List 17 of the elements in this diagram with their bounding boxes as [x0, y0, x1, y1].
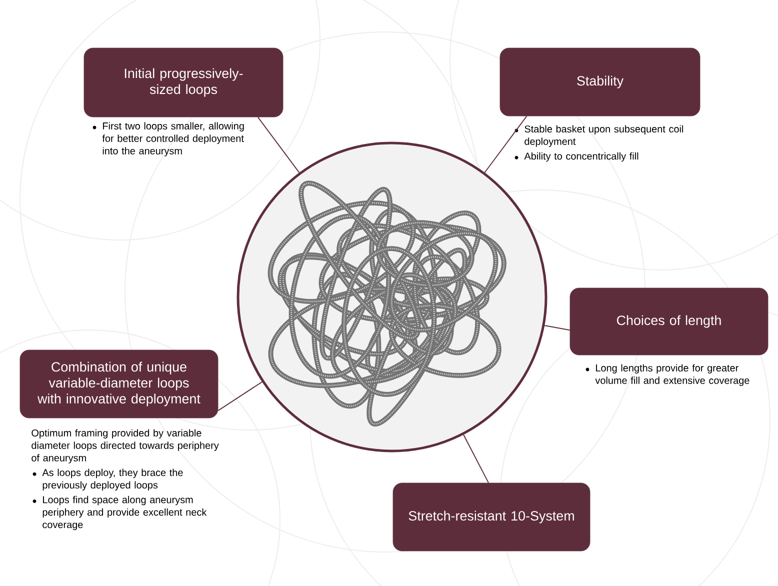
bullet-text: Stable basket upon subsequent coil deployment	[524, 125, 684, 147]
connector-line	[463, 434, 489, 484]
title-box: Choices of length	[570, 288, 768, 356]
connector-line	[257, 116, 300, 174]
title-box: Initial progressively-sized loops	[84, 48, 284, 118]
title-box: Stretch-resistant 10-System	[392, 482, 590, 552]
bullet-text: As loops deploy, they brace the previously deployed loops	[42, 468, 183, 491]
bullet-text: Loops find space along aneurysm periphery and provide excellent neck coverage	[42, 496, 207, 530]
title-box: Stability	[500, 48, 700, 116]
bullet-text: Long lengths provide for greater volume fill and extensive coverage	[595, 364, 750, 386]
description-text: Optimum framing provided by variable diameter loops directed towards periphery of aneurysm	[32, 429, 219, 464]
connector-line	[544, 324, 570, 331]
connector-line	[218, 381, 263, 412]
title-box: Combination of unique variable-diameter loops with innovative deployment	[20, 350, 218, 418]
connector-line	[484, 116, 528, 173]
bullet-text: Ability to concentrically fill	[524, 152, 638, 162]
bullet-text: First two loops smaller, allowing for better controlled deployment into the aneurysm	[102, 122, 244, 156]
